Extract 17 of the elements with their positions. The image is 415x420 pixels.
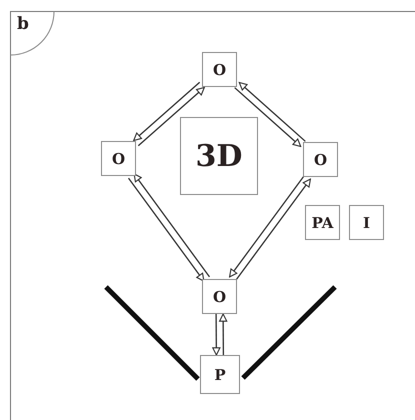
arrow <box>229 174 306 278</box>
arrow <box>234 178 311 282</box>
label-box: O <box>202 52 237 87</box>
label-box: O <box>202 279 237 314</box>
arrow <box>219 313 228 355</box>
arrow <box>134 173 210 278</box>
label-box: P <box>200 355 240 394</box>
arrow <box>234 87 302 148</box>
arrow <box>128 178 204 282</box>
label-box: O <box>101 141 136 176</box>
arrow <box>238 82 306 142</box>
arrow <box>212 314 220 356</box>
central-box: 3D <box>180 117 258 195</box>
label-box: O <box>303 142 338 177</box>
label-box: PA <box>305 205 340 240</box>
label-box: I <box>349 205 384 240</box>
panel-label: b <box>17 15 29 33</box>
